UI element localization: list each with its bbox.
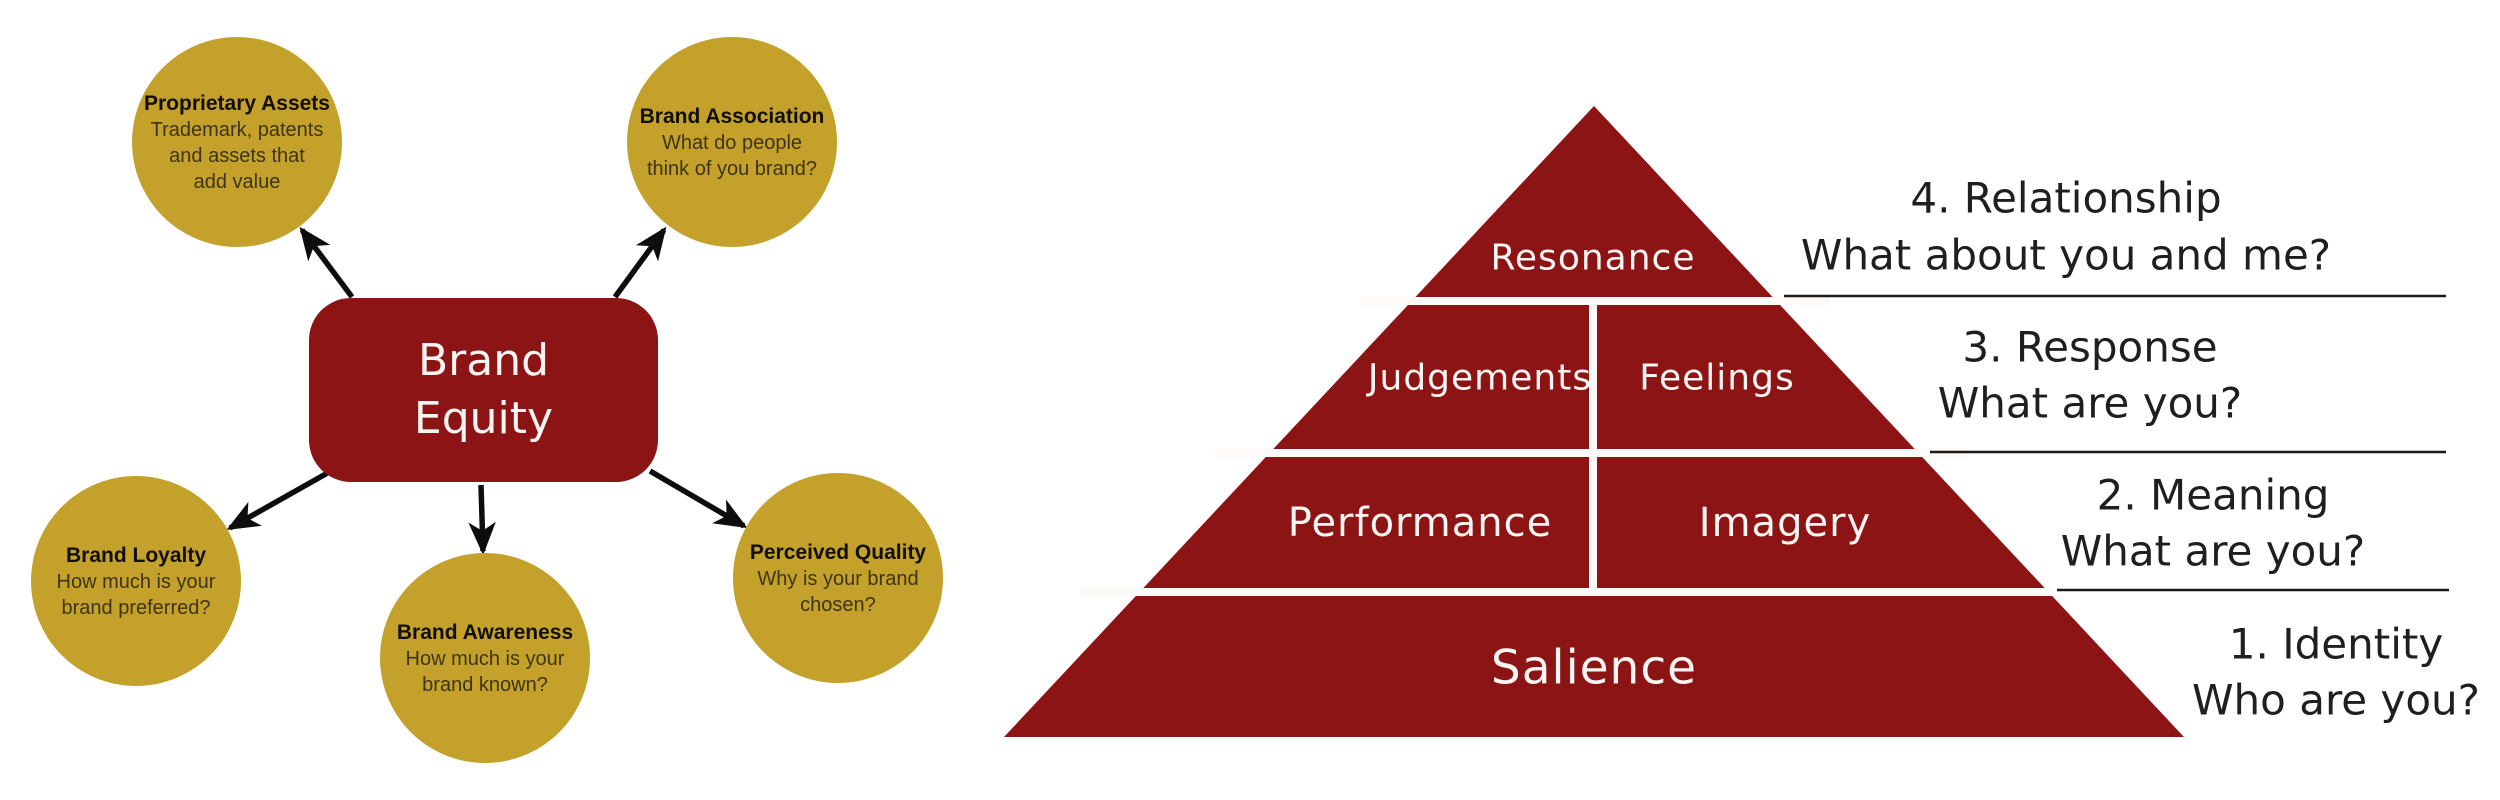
annotation-2-question: What are you?	[2060, 526, 2366, 576]
annotation-4-heading: 4. Relationship	[1910, 173, 2222, 223]
node-description: What do people think of you brand?	[646, 131, 818, 180]
arrow-to-brand-loyalty	[226, 468, 333, 531]
pyramid-cell-imagery: Imagery	[1699, 500, 1871, 546]
mindmap-node-brand-loyalty: Brand Loyalty How much is your brand pre…	[31, 476, 241, 686]
mindmap-node-brand-association: Brand Association What do people think o…	[627, 37, 837, 247]
node-title: Perceived Quality	[749, 540, 927, 564]
annotation-3-heading: 3. Response	[1962, 322, 2218, 372]
annotation-3-question: What are you?	[1937, 378, 2243, 428]
annotation-4-question: What about you and me?	[1800, 230, 2332, 280]
node-description: How much is your brand preferred?	[56, 570, 216, 619]
arrow-to-brand-awareness	[468, 484, 496, 556]
node-title: Brand Association	[639, 104, 825, 128]
arrow-to-proprietary-assets	[299, 226, 355, 299]
node-title: Brand Loyalty	[65, 543, 207, 567]
pyramid-cell-resonance: Resonance	[1491, 238, 1696, 279]
node-description: Trademark, patents and assets that add v…	[150, 118, 324, 193]
pyramid-cell-salience: Salience	[1491, 641, 1697, 696]
center-node-line1: Brand	[417, 335, 550, 386]
annotation-1-question: Who are you?	[2192, 675, 2480, 725]
mindmap-node-perceived-quality: Perceived Quality Why is your brand chos…	[733, 473, 943, 683]
node-title: Proprietary Assets	[144, 91, 330, 115]
node-description: Why is your brand chosen?	[757, 567, 919, 616]
mindmap-node-proprietary-assets: Proprietary Assets Trademark, patents an…	[132, 37, 342, 247]
brand-equity-center-node: Brand Equity	[309, 298, 658, 482]
arrow-to-perceived-quality	[648, 468, 748, 529]
pyramid-cell-feelings: Feelings	[1639, 358, 1794, 399]
pyramid-cell-judgements: Judgements	[1366, 358, 1592, 399]
node-description: How much is your brand known?	[405, 647, 565, 696]
pyramid-cell-performance: Performance	[1288, 500, 1552, 546]
node-title: Brand Awareness	[396, 620, 574, 644]
annotation-1-heading: 1. Identity	[2228, 619, 2444, 669]
annotation-2-heading: 2. Meaning	[2096, 470, 2330, 520]
mindmap-node-brand-awareness: Brand Awareness How much is your brand k…	[380, 553, 590, 763]
arrow-to-brand-association	[612, 226, 667, 299]
center-node-line2: Equity	[413, 393, 554, 444]
